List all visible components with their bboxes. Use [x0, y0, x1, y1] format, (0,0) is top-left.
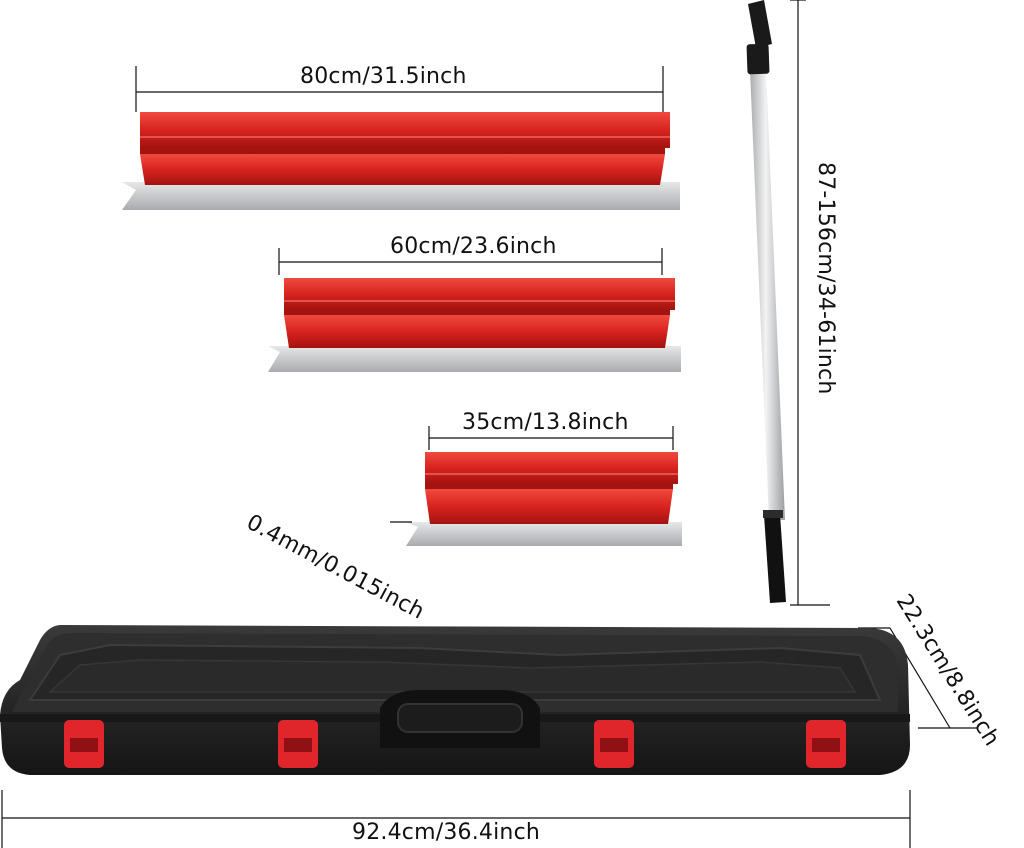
dimension-label-35cm: 35cm/13.8inch [462, 410, 629, 435]
dimension-label-60cm: 60cm/23.6inch [390, 234, 557, 259]
blade-60cm [268, 248, 681, 372]
dimension-label-case-length: 92.4cm/36.4inch [352, 820, 541, 845]
blade-80cm [122, 66, 680, 210]
case-latch-1 [64, 720, 104, 768]
case-latch-4 [806, 720, 846, 768]
blade-35cm [390, 426, 682, 546]
case-latch-3 [594, 720, 634, 768]
dimension-label-80cm: 80cm/31.5inch [300, 64, 467, 89]
dimension-label-handle-length: 87-156cm/34-61inch [813, 162, 838, 395]
carrying-case [0, 625, 978, 848]
case-latch-2 [278, 720, 318, 768]
extension-pole [746, 0, 830, 606]
